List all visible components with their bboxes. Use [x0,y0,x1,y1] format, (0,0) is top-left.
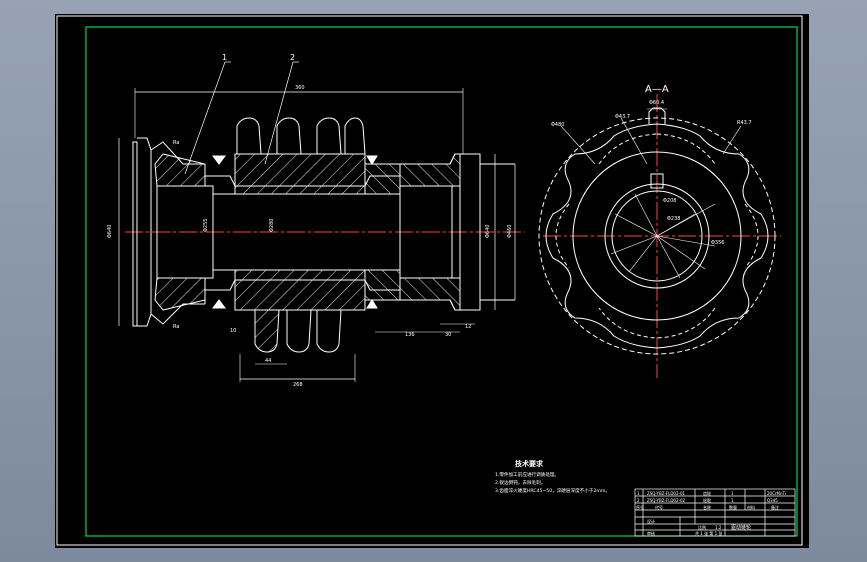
dim-angle-right: R43.7 [737,120,752,126]
sprocket-profile [545,123,769,349]
tb-r1-c1: 1 [637,491,640,496]
left-flange-face [132,141,138,327]
dim-overall-width: 360 [295,85,305,91]
tb-r2-c4: 1 [731,498,734,503]
title-block-text: 1 ZSQ-YBZ-FLD02-01 齿轮 1 20CrMnTi 2 ZSQ-Y… [636,490,786,536]
dim-right-step-text: 30 [445,332,451,338]
part-label-2: 2 [290,53,295,62]
hatch-right-top [364,163,401,195]
tooth-bottom-2 [286,309,312,353]
pitch-circle [572,151,742,321]
tb-h-c3: 名称 [703,504,711,510]
tb-h-c2: 代号 [655,504,663,510]
section-view-aa [538,94,781,378]
dim-hub: Φ238 [667,216,680,222]
tooth-bottom-1 [254,309,280,353]
tb-r2-c1: 2 [637,498,640,503]
notes-heading: 技术要求 [515,459,544,468]
tb-r2-c3: 轮毂 [703,497,711,503]
hatch-end-bottom [399,277,461,311]
tooth-top-3 [316,117,342,155]
tooth-dashed-lines [555,133,759,339]
bore-circle [611,190,703,282]
section-title: A—A [645,84,669,95]
addendum-circle [538,117,776,355]
main-section-view [118,61,525,382]
dim-right-small-text: 12 [465,324,471,330]
leader-1 [184,61,226,175]
dim-right-outer-text: Φ460 [507,225,513,238]
cad-drawing: 1 2 360 Φ640 Φ640 Φ460 Φ255 Φ280 44 268 … [56,15,803,546]
tooth-bottom-3 [316,309,342,353]
section-view-labels: A—A Φ60.4 Φ43.7 Φ480 R43.7 Φ356 Φ238 Φ20… [551,84,752,246]
surface-mark-bottom: Ra [173,324,179,330]
tb-drawing-name: 驱动链轮 [731,524,751,531]
tooth-top-4 [344,117,366,155]
tb-r2-c5: Q345 [767,498,778,503]
dim-right-height-text: Φ640 [485,225,491,238]
dim-bore-left-text: Φ255 [203,219,209,232]
tb-r1-c4: 1 [731,491,734,496]
dim-angle-left: Φ43.7 [615,114,630,120]
main-view-labels: 1 2 360 Φ640 Φ640 Φ460 Φ255 Φ280 44 268 … [107,53,513,388]
keyway-top [648,107,666,124]
tb-h-c1: 序号 [636,504,644,510]
hub-circle [604,183,710,289]
right-hub-extension [459,153,481,311]
tb-h-c5: 材料 [747,504,755,510]
tb-h-c4: 数量 [729,504,737,510]
weld-mark-1 [212,155,226,165]
dim-right-length-text: 136 [405,332,415,338]
hatch-end-top [399,153,461,187]
weld-mark-3 [212,299,226,309]
dim-bore-mid-text: Φ280 [269,219,275,232]
dim-inner: Φ208 [663,198,676,204]
technical-notes: 技术要求 1.零件加工前应进行调质处理。 2.锐边倒钝，去除毛刺。 3.齿面淬火… [495,459,610,494]
inner-border [85,26,798,537]
dim-pitch: Φ356 [711,240,724,246]
dim-gear-pitch-text: 44 [265,358,271,364]
tb-r1-c5: 20CrMnTi [767,491,786,496]
tb-designer: 设计 [647,518,655,524]
tb-h-c6: 备注 [771,504,779,510]
weld-mark-2 [366,155,378,165]
dim-outer-left: Φ480 [551,122,564,128]
cad-viewport[interactable]: 1 2 360 Φ640 Φ640 Φ460 Φ255 Φ280 44 268 … [55,14,809,548]
tb-sheet: 共 1 张 第 1 张 [695,530,722,536]
notes-line-1: 1.零件加工前应进行调质处理。 [495,471,559,478]
hatch-right-bottom [364,269,401,301]
tb-r2-c2: ZSQ-YBZ-FLD02-02 [647,498,685,503]
outer-frame [56,15,803,546]
dim-bottom-small-text: 10 [230,328,236,334]
dim-gear-total-text: 268 [293,382,303,388]
hatch-left-top [154,153,206,187]
tb-r1-c3: 齿轮 [703,490,711,496]
notes-line-3: 3.齿面淬火硬度HRC45~50，淬硬层深度不小于2mm。 [495,487,610,494]
tb-checker: 审核 [647,530,655,536]
surface-mark-top: Ra [173,140,179,146]
tooth-top-1 [236,117,262,155]
hatch-gear-bottom [234,269,366,311]
tb-scale-label: 比例 [698,524,706,530]
hatch-gear-top [234,153,366,195]
weld-mark-4 [366,299,378,309]
tb-r1-c2: ZSQ-YBZ-FLD02-01 [647,491,685,496]
keyway-inner [650,173,664,189]
leader-2 [264,61,294,165]
left-flange-edge [137,137,152,327]
left-rim-bottom [150,303,205,325]
dim-top-width: Φ60.4 [649,100,664,106]
tooth-top-2 [276,117,302,155]
notes-line-2: 2.锐边倒钝，去除毛刺。 [495,479,545,486]
title-block [634,488,796,537]
hatch-left-bottom [154,277,206,311]
part-label-1: 1 [222,53,227,62]
tb-scale-value: 1:2 [715,525,722,530]
dim-left-height-text: Φ640 [107,225,113,238]
